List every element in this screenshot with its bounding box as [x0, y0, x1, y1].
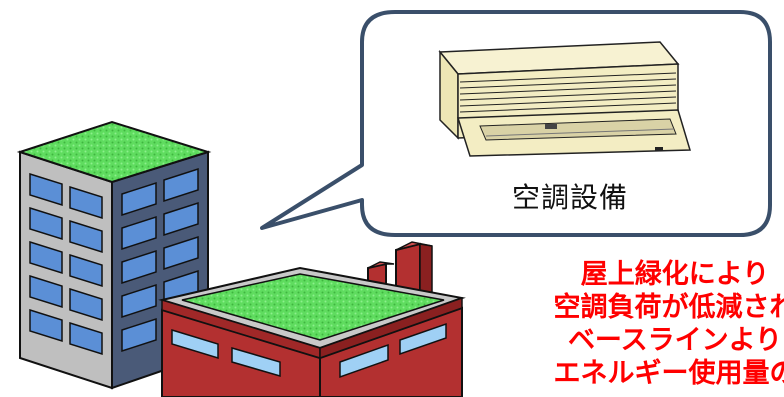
- factory-building: [158, 241, 466, 397]
- bubble-label: 空調設備: [511, 181, 628, 214]
- caption-line-4: エネルギー使用量の: [553, 358, 784, 389]
- caption-text: 屋上緑化により 空調負荷が低減され ベースラインより エネルギー使用量の: [470, 258, 784, 390]
- office-building: [16, 120, 212, 390]
- air-conditioner-icon: [438, 41, 691, 157]
- caption-line-1: 屋上緑化により: [580, 259, 770, 290]
- caption-line-3: ベースラインより: [567, 325, 783, 356]
- caption-line-2: 空調負荷が低減され: [553, 292, 784, 323]
